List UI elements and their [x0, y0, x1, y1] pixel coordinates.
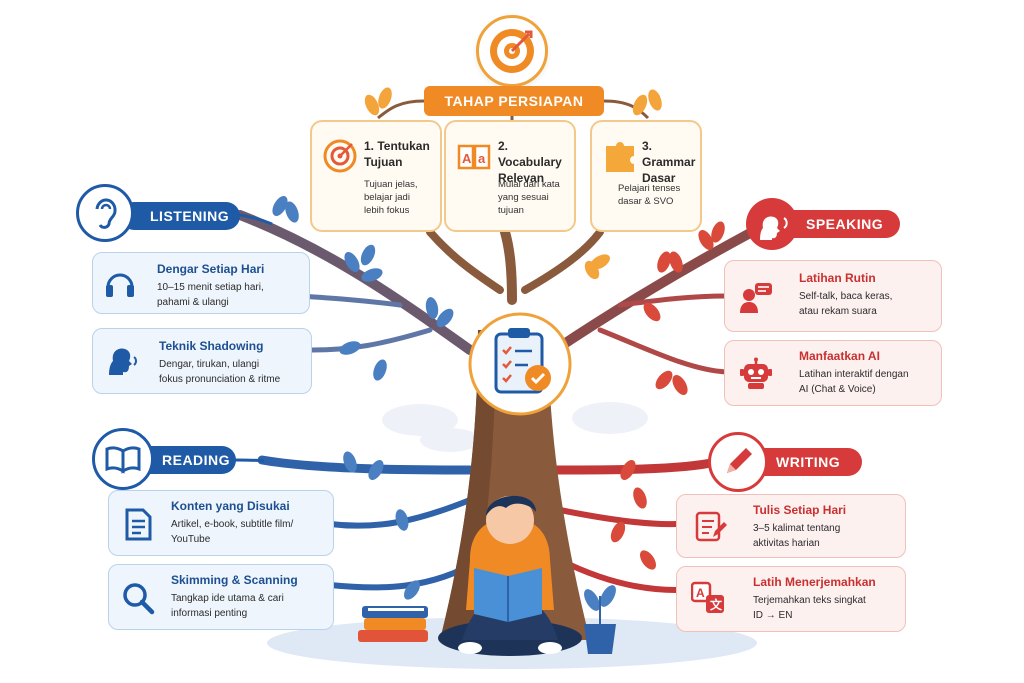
card-desc: Self-talk, baca keras,atau rekam suara: [799, 291, 893, 317]
notepad-icon: [695, 511, 727, 542]
card-title: Latihan Rutin: [799, 271, 876, 285]
card-title: Manfaatkan AI: [799, 349, 880, 363]
open-book-icon: [105, 446, 141, 474]
target-icon: [490, 29, 534, 73]
reading-badge: [92, 428, 154, 490]
ear-icon: [95, 198, 117, 229]
card-konten-disukai: Konten yang Disukai Artikel, e-book, sub…: [108, 490, 334, 556]
leaves-red: [610, 221, 725, 570]
svg-text:文: 文: [710, 597, 723, 612]
card-title: Latih Menerjemahkan: [753, 575, 876, 589]
document-icon: [125, 508, 152, 541]
robot-icon: [740, 357, 772, 389]
card-title: Tulis Setiap Hari: [753, 503, 847, 517]
speaking-head-icon: [109, 348, 137, 375]
speaking-badge: [744, 196, 800, 252]
card-teknik-shadowing: Teknik Shadowing Dengar, tirukan, ulangi…: [92, 328, 312, 394]
leaves-blue: [272, 196, 454, 600]
cloud-decoration: [382, 402, 648, 452]
speaking-label: SPEAKING: [776, 210, 900, 238]
branches: [235, 210, 757, 593]
dictionary-icon: A a: [457, 144, 491, 170]
writing-badge: [708, 432, 768, 492]
translate-icon: A 文: [691, 581, 724, 613]
svg-text:A: A: [696, 586, 705, 600]
card-desc: 10–15 menit setiap hari,pahami & ulangi: [157, 282, 264, 308]
prep-connectors: [377, 99, 650, 120]
pencil-icon: [727, 448, 752, 473]
card-latih-menerjemahkan: A 文 Latih Menerjemahkan Terjemahkan teks…: [676, 566, 906, 632]
card-title: Teknik Shadowing: [159, 339, 264, 353]
card-dengar-setiap-hari: Dengar Setiap Hari 10–15 menit setiap ha…: [92, 252, 310, 314]
headphones-icon: [106, 273, 134, 297]
target-badge: [476, 15, 548, 87]
leaves-orange: [364, 87, 662, 280]
speaking-head-icon: [746, 198, 798, 250]
svg-text:a: a: [478, 151, 486, 166]
reading-person-illustration: [438, 495, 582, 656]
person-chat-icon: [740, 283, 772, 313]
card-title: Konten yang Disukai: [171, 499, 290, 513]
card-title: Skimming & Scanning: [171, 573, 298, 587]
books-stack-icon: [358, 606, 428, 642]
card-title: Dengar Setiap Hari: [157, 262, 265, 276]
persiapan-banner: TAHAP PERSIAPAN: [424, 86, 604, 116]
listening-badge: [76, 184, 134, 242]
listening-label: LISTENING: [120, 202, 240, 230]
card-skimming-scanning: Skimming & Scanning Tangkap ide utama & …: [108, 564, 334, 630]
svg-text:A: A: [462, 151, 472, 166]
checklist-icon: [468, 312, 572, 416]
card-latihan-rutin: Latihan Rutin Self-talk, baca keras,atau…: [724, 260, 942, 332]
card-desc: Artikel, e-book, subtitle film/YouTube: [171, 519, 294, 545]
target-icon: [323, 139, 357, 173]
puzzle-icon: [606, 142, 634, 172]
magnifier-icon: [123, 583, 155, 615]
potted-plant-icon: [584, 585, 616, 654]
